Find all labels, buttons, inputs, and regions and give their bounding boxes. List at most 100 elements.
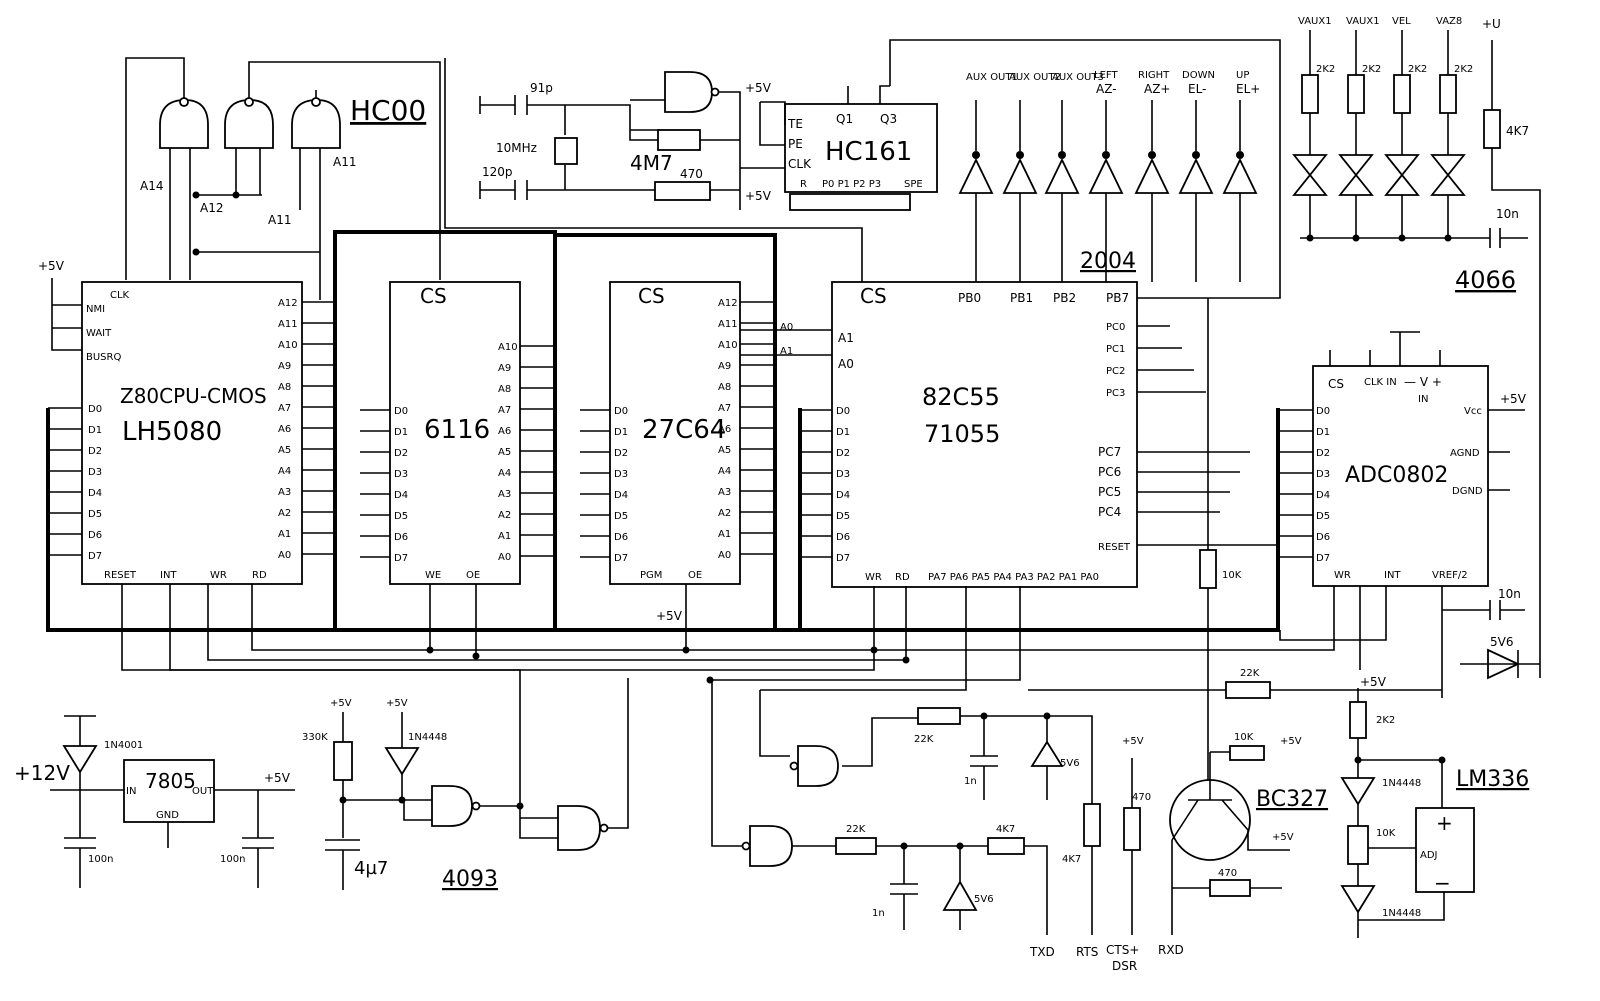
r330k-label: 330K xyxy=(302,732,328,743)
cpu-busrq-label: BUSRQ xyxy=(86,352,121,363)
resistor-470-2 xyxy=(1123,807,1141,851)
ram-name: 6116 xyxy=(424,415,490,445)
ppi-d-pin-label: D0 xyxy=(836,406,850,417)
counter-te: TE xyxy=(787,117,803,131)
resistor-22k-1 xyxy=(917,707,961,725)
ram-a-pin-label: A2 xyxy=(498,510,511,521)
gate-a11b-label: A11 xyxy=(333,155,356,169)
resistor-4k7-3 xyxy=(1083,803,1101,847)
adc-in: IN xyxy=(1418,394,1428,405)
r470-2: 470 xyxy=(1132,792,1151,803)
cpu-a-pin-label: A12 xyxy=(278,298,298,309)
cpu-nmi-label: NMI xyxy=(86,304,105,315)
counter-q1: Q1 xyxy=(836,112,853,126)
adc-vcc: Vcc xyxy=(1464,406,1482,417)
counter-p: P0 P1 P2 P3 xyxy=(822,179,881,190)
ain-1: VAUX1 xyxy=(1298,16,1332,27)
buffer-output-dot xyxy=(1148,151,1156,159)
resistor-2k2 xyxy=(1439,74,1457,114)
adc-d-pin-label: D3 xyxy=(1316,469,1330,480)
eprom-d-pin-label: D6 xyxy=(614,532,628,543)
ppi-pc2-label: PC2 xyxy=(1106,366,1125,377)
cpu-d-pin-label: D0 xyxy=(88,404,102,415)
cpu-d-pin-label: D2 xyxy=(88,446,102,457)
reset-5v-1: +5V xyxy=(330,698,352,709)
resistor-22k-2 xyxy=(835,837,877,855)
cpu-name: Z80CPU-CMOS xyxy=(120,384,267,408)
eprom-a-pin-label: A3 xyxy=(718,487,731,498)
serial-rxd: RXD xyxy=(1158,943,1184,957)
trigger-name: 4093 xyxy=(442,867,498,892)
r22k-1: 22K xyxy=(914,734,934,745)
c100n-2: 100n xyxy=(220,854,245,865)
analog-switch xyxy=(1384,154,1420,196)
buffer-output-dot xyxy=(1016,151,1024,159)
ram-6116-chip xyxy=(389,281,521,585)
resistor-2k2 xyxy=(1347,74,1365,114)
c4u7-label: 4µ7 xyxy=(354,858,388,879)
eprom-a-pin-label: A5 xyxy=(718,445,731,456)
r4m7-label: 4M7 xyxy=(630,151,673,175)
cpu-a-pin-label: A8 xyxy=(278,382,291,393)
ppi-pc2-label: PC1 xyxy=(1106,344,1125,355)
zener-5v6-rts xyxy=(1030,740,1064,767)
eprom-a1-out: A1 xyxy=(780,346,793,357)
resistor-470-3 xyxy=(1209,879,1251,897)
resistor-10k-1 xyxy=(1199,549,1217,589)
eprom-a-pin-label: A12 xyxy=(718,298,738,309)
adc-d-pin-label: D1 xyxy=(1316,427,1330,438)
counter-5v-b: +5V xyxy=(745,189,772,203)
out-up: UP xyxy=(1236,70,1249,81)
ram-a-pin-label: A1 xyxy=(498,531,511,542)
ppi-d-pin-label: D3 xyxy=(836,469,850,480)
cpu-clk-label: CLK xyxy=(110,290,130,301)
zener-5v6-txd xyxy=(942,880,978,911)
analog-switch xyxy=(1430,154,1466,196)
r4k7-top: 4K7 xyxy=(1506,124,1529,138)
gate-a12-label: A12 xyxy=(200,201,223,215)
ppi-name: 82C55 xyxy=(922,383,1000,411)
ppi-d-pin-label: D2 xyxy=(836,448,850,459)
buffer-gate xyxy=(1002,157,1038,194)
xtal-label: 10MHz xyxy=(496,141,537,155)
ain-3: VEL xyxy=(1392,16,1411,27)
cpu-wr-label: WR xyxy=(210,570,227,581)
z5v6-adc: 5V6 xyxy=(1490,635,1513,649)
pot-10k xyxy=(1347,825,1369,865)
buffer-output-dot xyxy=(1058,151,1066,159)
eprom-d-pin-label: D7 xyxy=(614,553,628,564)
buffer-gate xyxy=(1044,157,1080,194)
cap-120p: 120p xyxy=(482,165,513,179)
resistor-4k7-2 xyxy=(987,837,1025,855)
buffer-gate xyxy=(1222,157,1258,194)
reg-out: OUT xyxy=(192,786,214,797)
r10k-2: 10K xyxy=(1234,732,1254,743)
nand-gate-3 xyxy=(291,97,341,149)
counter-spe: SPE xyxy=(904,179,923,190)
cpu-name-2: LH5080 xyxy=(122,417,222,447)
adc-d-pin-label: D7 xyxy=(1316,553,1330,564)
cap-10n-adc: 10n xyxy=(1498,587,1521,601)
trans-5v-1: +5V xyxy=(1280,736,1302,747)
ram-d-pin-label: D1 xyxy=(394,427,408,438)
out-az-minus: AZ- xyxy=(1096,82,1117,96)
counter-pe: PE xyxy=(788,137,803,151)
pot-label: 10K xyxy=(1376,828,1396,839)
analog-switch xyxy=(1292,154,1328,196)
eprom-d-pin-label: D0 xyxy=(614,406,628,417)
out-down: DOWN xyxy=(1182,70,1215,81)
schmitt-gate-4093-1 xyxy=(431,785,481,827)
adc-wr: WR xyxy=(1334,570,1351,581)
ain-2: VAUX1 xyxy=(1346,16,1380,27)
counter-p-pins xyxy=(789,193,911,211)
r470-3: 470 xyxy=(1218,868,1237,879)
ram-a-pin-label: A5 xyxy=(498,447,511,458)
counter-name: HC161 xyxy=(825,137,912,167)
ram-a-pin-label: A3 xyxy=(498,489,511,500)
ppi-cs: CS xyxy=(860,284,887,308)
adc-clkin: CLK IN xyxy=(1364,377,1397,388)
resistor-2k2-ref xyxy=(1349,701,1367,739)
